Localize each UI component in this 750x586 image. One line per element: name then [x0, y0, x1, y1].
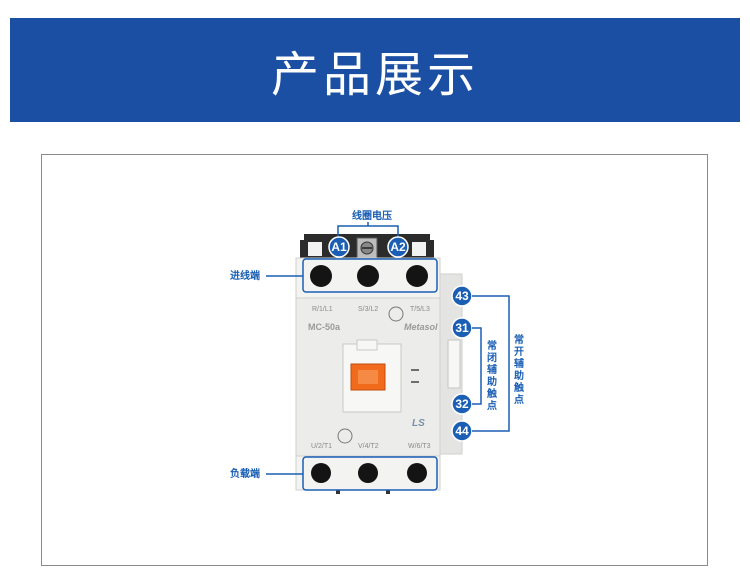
banner-title: 产品展示 — [270, 47, 479, 103]
svg-text:助: 助 — [514, 369, 524, 382]
svg-text:31: 31 — [455, 321, 469, 335]
svg-text:43: 43 — [455, 289, 469, 303]
svg-text:触: 触 — [486, 387, 497, 400]
mark-u2t1: U/2/T1 — [311, 443, 332, 450]
svg-text:点: 点 — [514, 393, 524, 406]
nc-aux-bracket — [472, 327, 482, 405]
mark-r1l1: R/1/L1 — [312, 306, 333, 313]
svg-text:辅: 辅 — [487, 363, 497, 376]
load-out-label: 负载端 — [230, 467, 260, 480]
brand-label: Metasol — [404, 322, 438, 332]
t44-badge: 44 — [451, 420, 473, 442]
svg-text:闭: 闭 — [487, 351, 497, 364]
svg-text:常: 常 — [514, 333, 524, 346]
no-aux-label: 常 开 辅 助 触 点 — [513, 333, 524, 406]
a2-badge: A2 — [387, 236, 409, 258]
model-label: MC-50a — [308, 322, 341, 332]
svg-text:点: 点 — [487, 399, 497, 412]
mark-w6t3: W/6/T3 — [408, 443, 431, 450]
mark-t5l3: T/5/L3 — [410, 306, 430, 313]
no-aux-bracket — [472, 295, 510, 432]
svg-text:开: 开 — [514, 346, 524, 358]
t32-badge: 32 — [451, 393, 473, 415]
svg-text:触: 触 — [513, 381, 524, 394]
contactor-body — [295, 257, 463, 494]
ls-logo: LS — [412, 418, 425, 429]
a1-badge: A1 — [328, 236, 350, 258]
mark-v4t2: V/4/T2 — [358, 443, 379, 450]
svg-text:A2: A2 — [390, 240, 406, 254]
svg-text:A1: A1 — [331, 240, 347, 254]
mark-s3l2: S/3/L2 — [358, 306, 378, 313]
t31-badge: 31 — [451, 317, 473, 339]
coil-terminal-block — [300, 234, 434, 259]
coil-voltage-label: 线圈电压 — [352, 209, 392, 222]
nc-aux-label: 常 闭 辅 助 触 点 — [486, 339, 497, 412]
svg-text:辅: 辅 — [514, 357, 524, 370]
title-banner: 产品展示 — [10, 18, 740, 122]
svg-text:44: 44 — [455, 424, 469, 438]
t43-badge: 43 — [451, 285, 473, 307]
svg-text:助: 助 — [487, 375, 497, 388]
svg-text:32: 32 — [455, 397, 469, 411]
svg-text:常: 常 — [487, 339, 497, 352]
line-in-label: 进线端 — [230, 269, 260, 282]
